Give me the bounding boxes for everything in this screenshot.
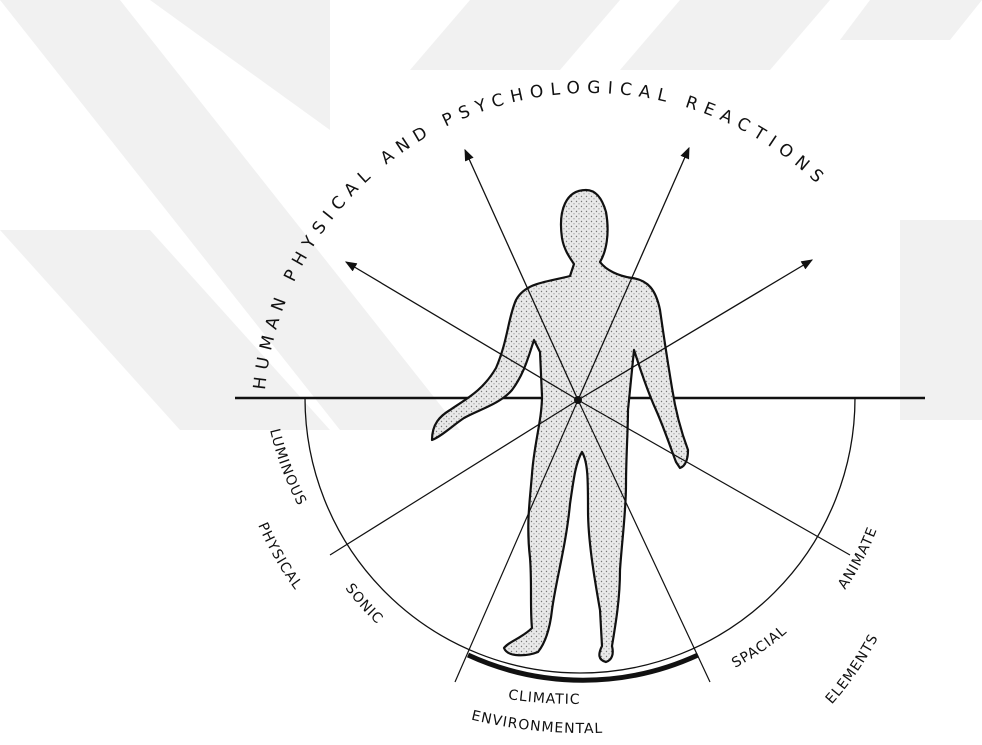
label-elements: ELEMENTS [823, 631, 882, 707]
label-sonic: SONIC [342, 581, 386, 628]
label-climatic: CLIMATIC [507, 687, 580, 708]
label-environmental: ENVIRONMENTAL [470, 708, 604, 737]
label-spacial: SPACIAL [729, 623, 790, 672]
label-animate: ANIMATE [835, 524, 881, 592]
label-luminous: LUMINOUS [266, 427, 309, 508]
label-physical: PHYSICAL [254, 520, 305, 593]
watermark [0, 0, 982, 430]
human-figure [432, 190, 688, 662]
climatic-arc-highlight [468, 655, 698, 680]
center-point [574, 396, 582, 404]
